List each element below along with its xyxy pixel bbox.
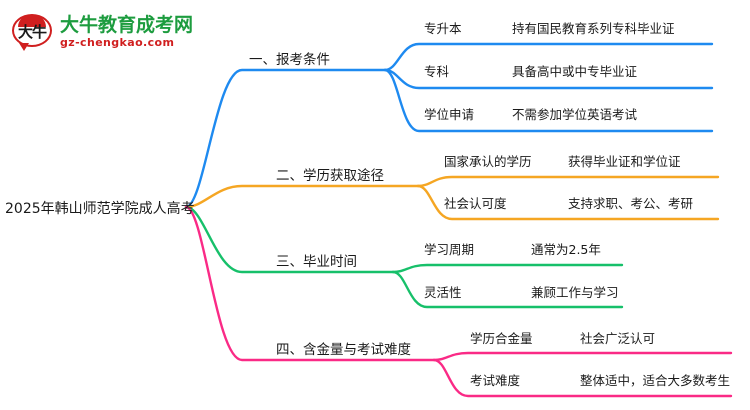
mindmap-root-label: 2025年韩山师范学院成人高考: [5, 201, 195, 217]
branch-leaf-line-4-1: [432, 351, 733, 362]
leaf-label-3-2: 灵活性: [424, 285, 462, 300]
branch-spine-3: [184, 205, 395, 274]
leaf-label-2-2: 社会认可度: [444, 196, 507, 211]
branch-leaf-line-3-2: [391, 270, 624, 309]
leaf-label-4-1: 学历合金量: [470, 331, 533, 346]
site-logo: 大牛 大牛教育成考网 gz-chengkao.com: [12, 10, 212, 55]
branch-label-3: 三、毕业时间: [276, 254, 357, 270]
branch-leaf-line-2-2: [416, 184, 720, 221]
leaf-detail-1-2: 具备高中或中专毕业证: [512, 64, 638, 79]
leaf-detail-1-3: 不需参加学位英语考试: [512, 107, 638, 122]
branch-spine-4: [184, 205, 436, 362]
logo-title: 大牛教育成考网: [60, 14, 194, 37]
branch-leaf-line-3-1: [391, 263, 624, 274]
branch-leaf-line-2-1: [416, 175, 720, 188]
leaf-label-1-3: 学位申请: [424, 107, 475, 122]
branch-leaf-line-4-2: [432, 358, 733, 398]
branch-spine-1: [184, 68, 387, 209]
branch-label-2: 二、学历获取途径: [276, 168, 384, 184]
leaf-label-3-1: 学习周期: [424, 242, 475, 257]
leaf-label-2-1: 国家承认的学历: [444, 154, 532, 169]
branch-leaf-line-1-3: [383, 68, 714, 133]
logo-cap-shape: [18, 14, 46, 27]
leaf-detail-4-2: 整体适中，适合大多数考生: [580, 373, 731, 388]
leaf-detail-2-1: 获得毕业证和学位证: [568, 154, 681, 169]
logo-wordmark: 大牛教育成考网 gz-chengkao.com: [60, 14, 194, 50]
leaf-detail-2-2: 支持求职、考公、考研: [568, 196, 694, 211]
logo-tail-shape: [19, 42, 29, 51]
branch-label-1: 一、报考条件: [249, 52, 330, 68]
leaf-detail-3-1: 通常为2.5年: [531, 242, 601, 257]
leaf-detail-3-2: 兼顾工作与学习: [531, 285, 619, 300]
leaf-label-1-1: 专升本: [424, 21, 462, 36]
logo-mark-text: 大牛: [17, 22, 47, 41]
leaf-label-1-2: 专科: [424, 64, 450, 79]
logo-bubble-icon: 大牛: [12, 13, 54, 52]
branch-spine-2: [184, 184, 420, 209]
branch-label-4: 四、含金量与考试难度: [276, 342, 411, 358]
logo-subtitle: gz-chengkao.com: [60, 36, 175, 50]
leaf-detail-4-1: 社会广泛认可: [580, 331, 656, 346]
leaf-label-4-2: 考试难度: [470, 373, 521, 388]
branch-leaf-line-1-1: [383, 42, 714, 72]
leaf-detail-1-1: 持有国民教育系列专科毕业证: [512, 21, 675, 36]
